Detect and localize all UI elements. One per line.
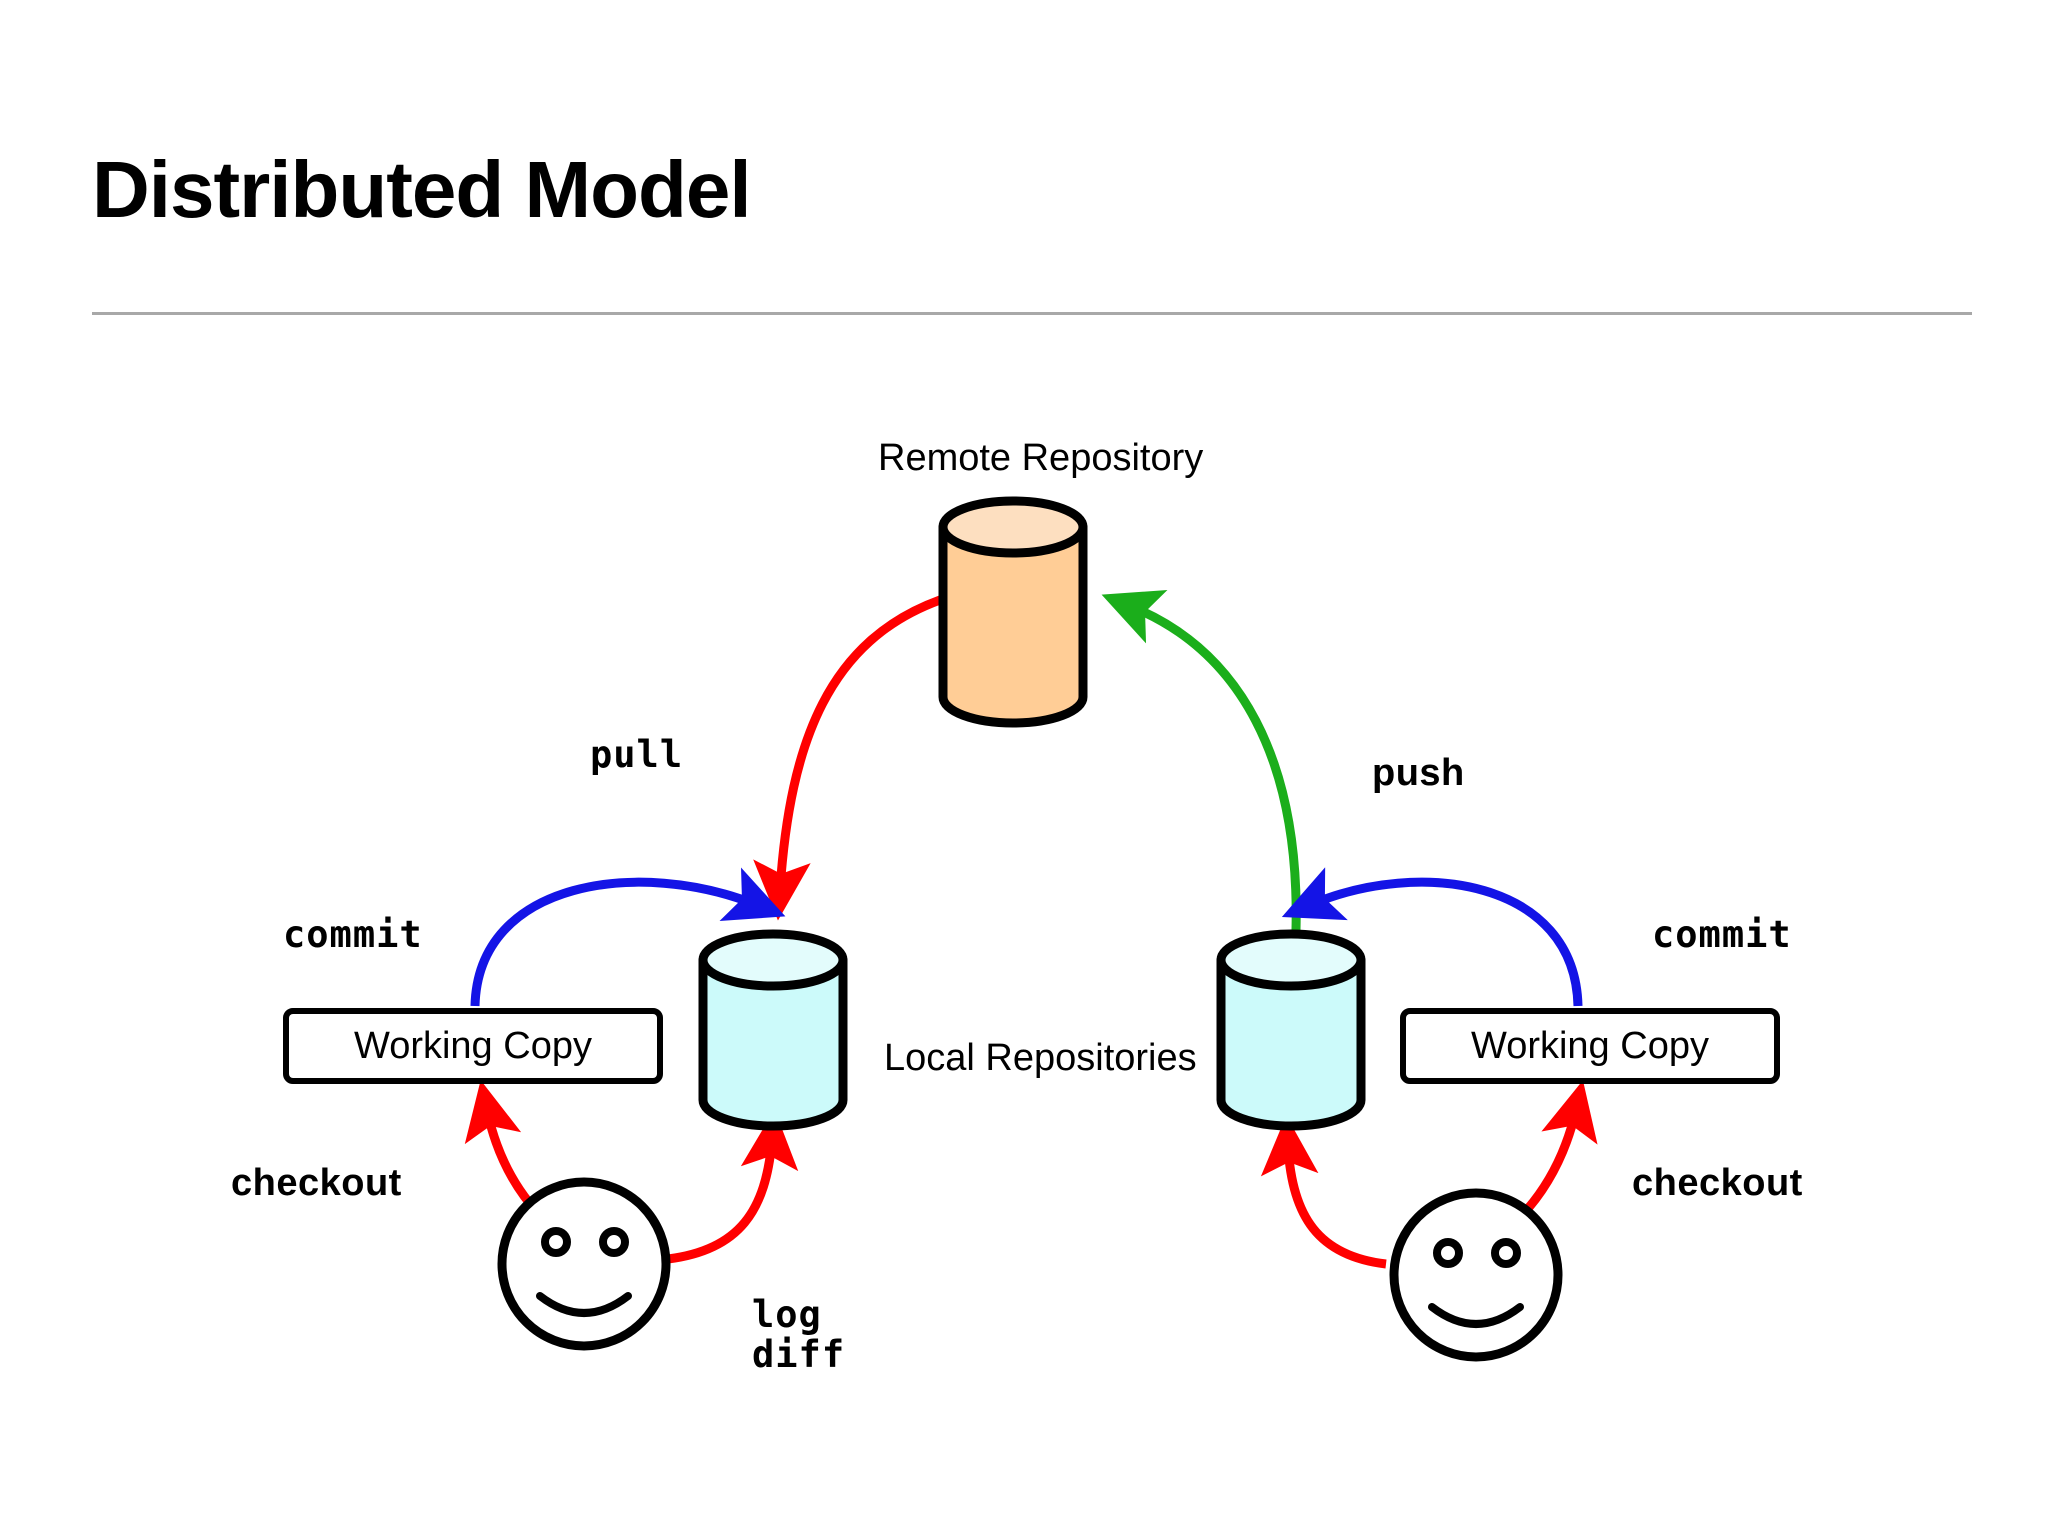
checkout-label-right: checkout <box>1632 1162 1803 1204</box>
remote-repository-label: Remote Repository <box>878 437 1204 479</box>
pull-label: pull <box>590 733 684 776</box>
push-label: push <box>1372 752 1465 794</box>
diff-label: diff <box>752 1332 846 1376</box>
commit-label-left: commit <box>283 913 423 956</box>
working-copy-box-left: Working Copy <box>283 1008 663 1084</box>
edge-pull <box>753 595 942 921</box>
edge-commit-right <box>1281 867 1583 1007</box>
remote-repository-cylinder <box>938 496 1088 728</box>
local-repositories-label: Local Repositories <box>884 1037 1197 1079</box>
local-repository-left-cylinder <box>698 929 848 1131</box>
working-copy-box-right: Working Copy <box>1400 1008 1780 1084</box>
working-copy-label: Working Copy <box>354 1024 592 1067</box>
local-repository-right-cylinder <box>1216 929 1366 1131</box>
developer-left-smiley-icon <box>497 1177 671 1351</box>
edge-push <box>1101 589 1301 931</box>
working-copy-label: Working Copy <box>1471 1024 1709 1067</box>
page-title: Distributed Model <box>92 145 752 234</box>
edge-logdiff-left <box>667 1109 799 1264</box>
log-diff-label: log diff <box>752 1295 845 1375</box>
developer-right-smiley-icon <box>1389 1188 1563 1362</box>
log-label: log <box>752 1293 822 1336</box>
edge-logdiff-right <box>1260 1115 1387 1269</box>
edge-commit-left <box>470 867 786 1007</box>
commit-label-right: commit <box>1652 913 1792 956</box>
checkout-label-left: checkout <box>231 1162 402 1204</box>
title-divider <box>92 312 1972 315</box>
